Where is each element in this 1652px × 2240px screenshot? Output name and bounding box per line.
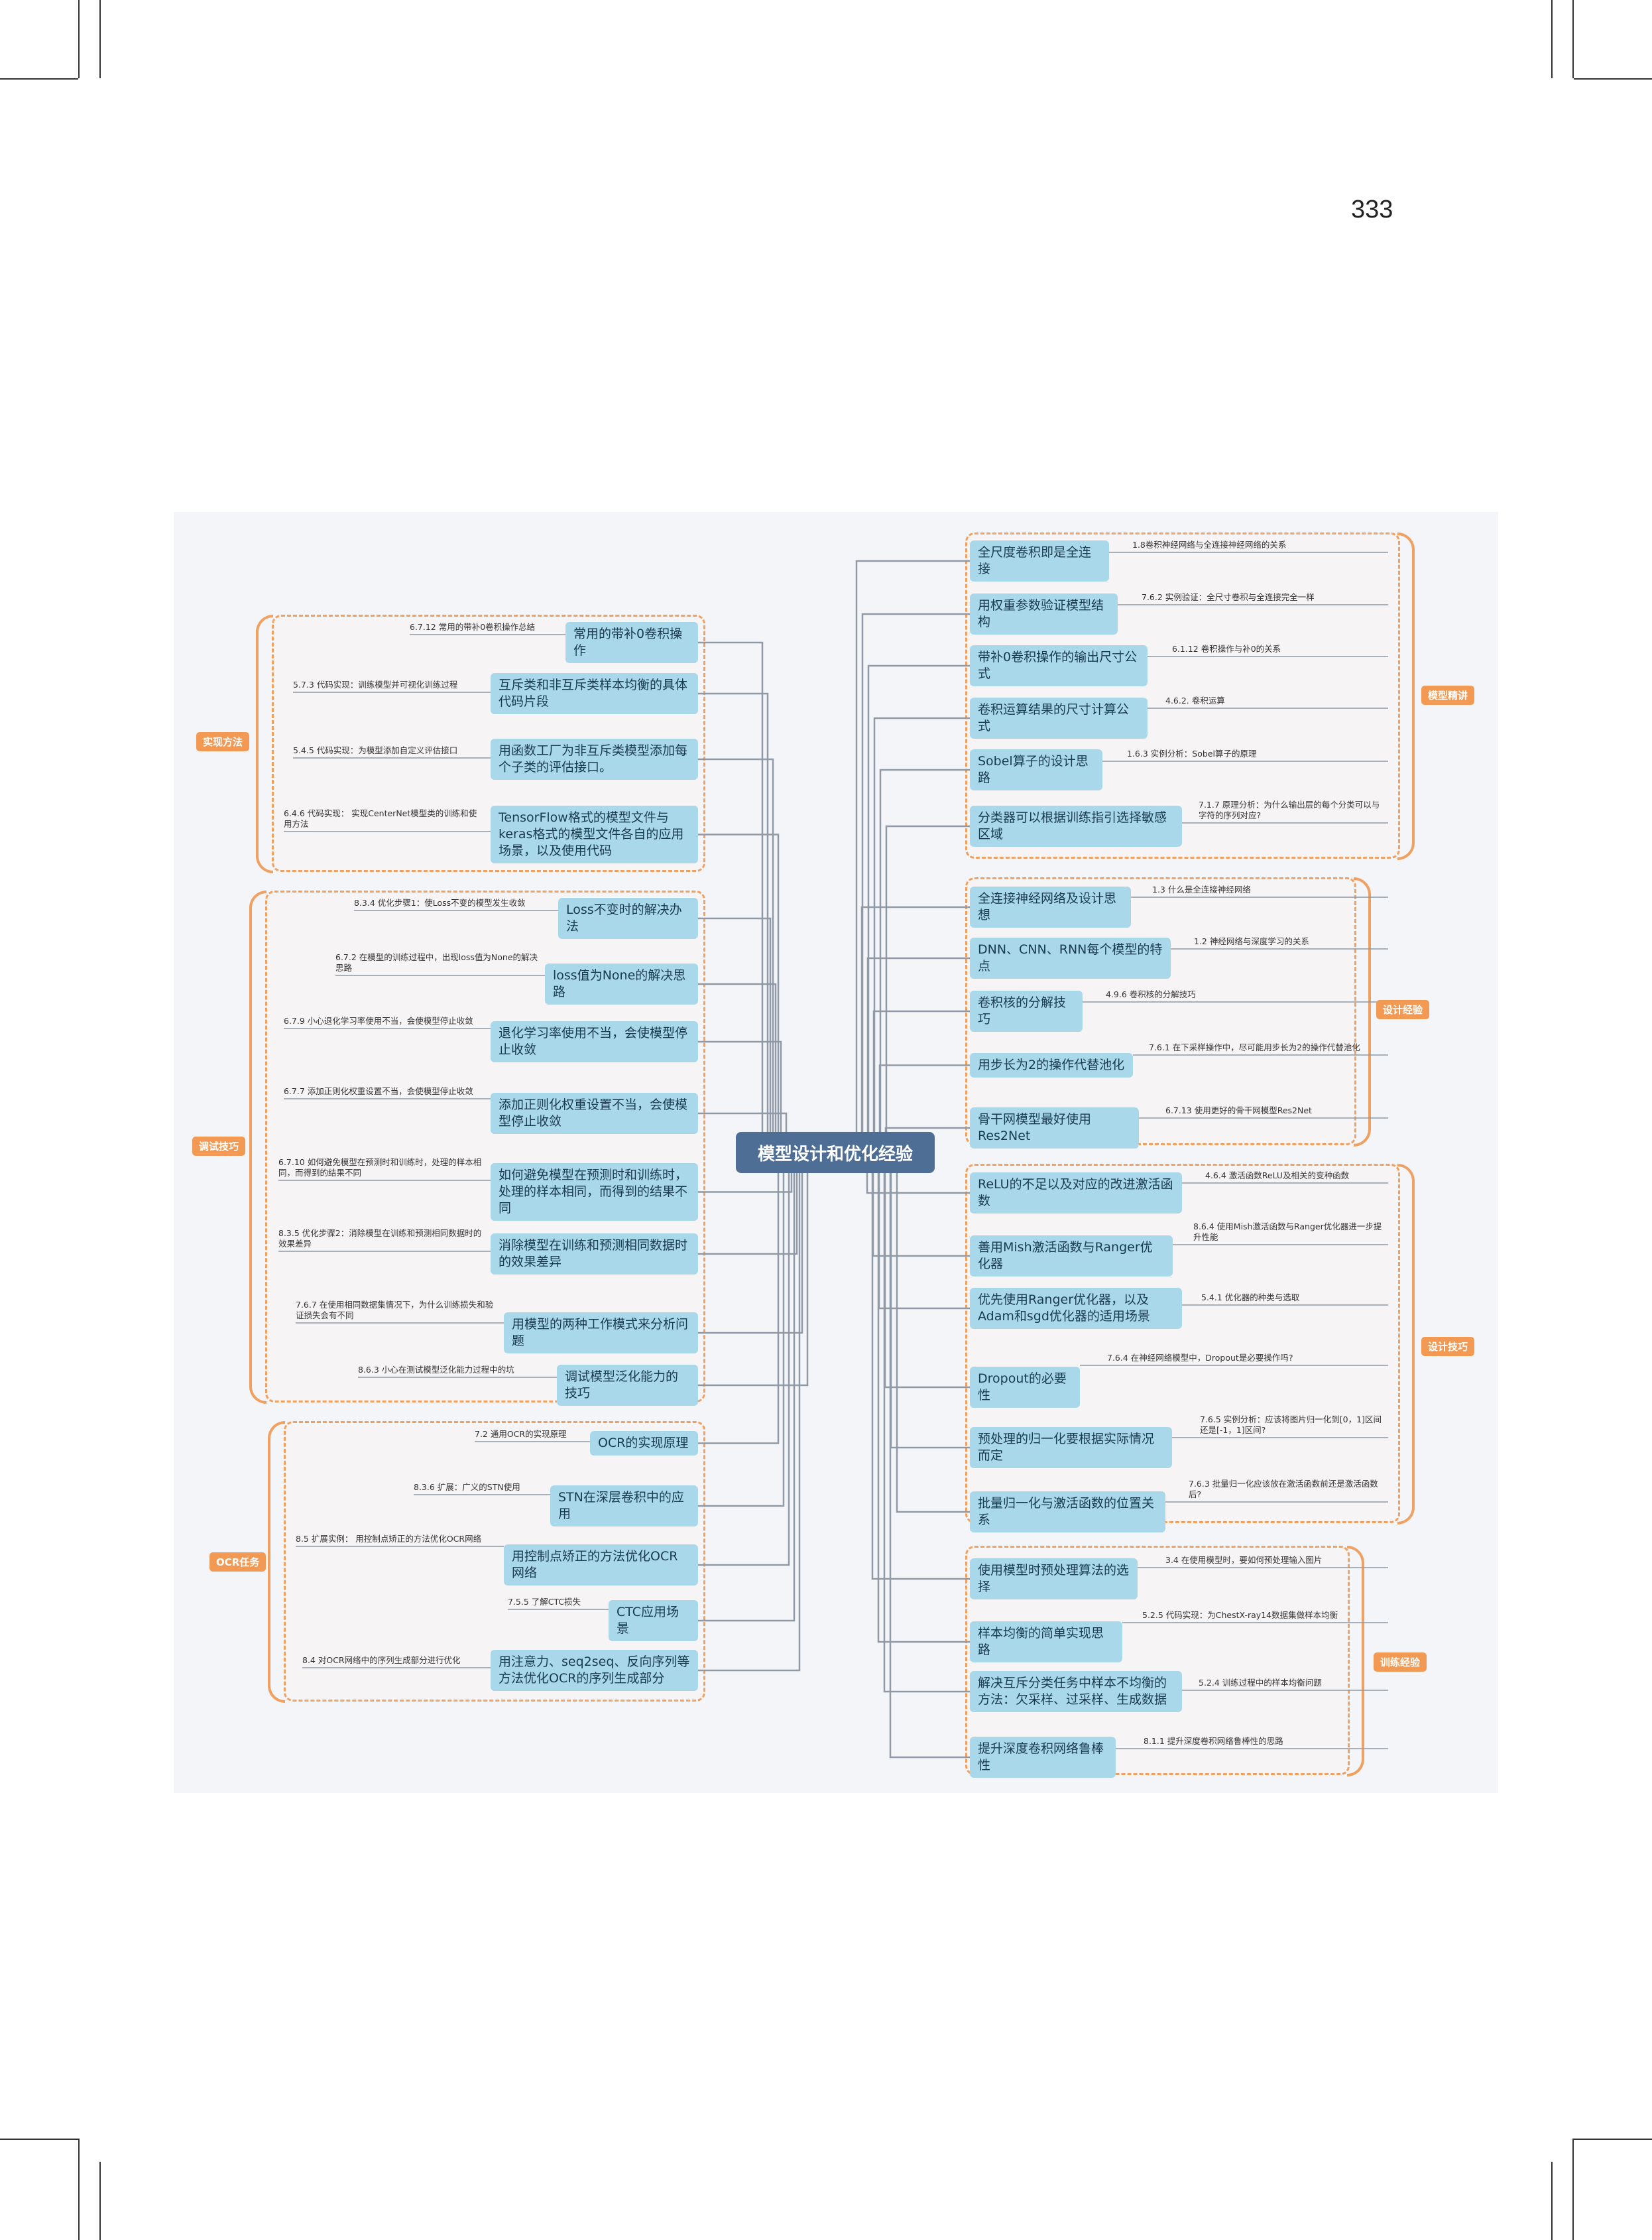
reference-note: 8.3.6 扩展：广义的STN使用 [414, 1482, 520, 1492]
topic-node[interactable]: loss值为None的解决思路 [545, 964, 698, 1005]
reference-note: 5.7.3 代码实现：训练模型并可视化训练过程 [293, 680, 458, 690]
crop-mark [1551, 0, 1553, 78]
reference-note: 4.6.2. 卷积运算 [1165, 696, 1225, 706]
reference-note: 7.6.4 在神经网络模型中，Dropout是必要操作吗? [1107, 1353, 1293, 1363]
reference-note: 1.2 神经网络与深度学习的关系 [1194, 936, 1309, 946]
topic-node[interactable]: 样本均衡的简单实现思路 [970, 1621, 1122, 1662]
crop-mark [1551, 2162, 1553, 2240]
topic-node[interactable]: 骨干网模型最好使用Res2Net [970, 1107, 1139, 1149]
group-label-ocr[interactable]: OCR任务 [209, 1552, 266, 1572]
topic-node[interactable]: 用注意力、seq2seq、反向序列等方法优化OCR的序列生成部分 [491, 1650, 698, 1691]
reference-note: 7.6.3 批量归一化应该放在激活函数前还是激活函数后? [1189, 1479, 1378, 1499]
reference-note: 7.5.5 了解CTC损失 [508, 1597, 581, 1607]
topic-node[interactable]: 善用Mish激活函数与Ranger优化器 [970, 1235, 1173, 1276]
reference-note: 8.3.5 优化步骤2：消除模型在训练和预测相同数据时的效果差异 [278, 1228, 482, 1249]
topic-node[interactable]: 消除模型在训练和预测相同数据时的效果差异 [491, 1233, 698, 1275]
topic-node[interactable]: CTC应用场景 [609, 1600, 698, 1641]
crop-mark [1572, 0, 1574, 78]
group-label-design-tips[interactable]: 设计技巧 [1421, 1337, 1475, 1356]
topic-node[interactable]: 分类器可以根据训练指引选择敏感区域 [970, 806, 1182, 847]
reference-note: 8.6.3 小心在测试模型泛化能力过程中的坑 [358, 1365, 514, 1375]
topic-node[interactable]: 用权重参数验证模型结构 [970, 593, 1118, 635]
reference-note: 8.3.4 优化步骤1：使Loss不变的模型发生收敛 [354, 898, 526, 908]
topic-node[interactable]: Dropout的必要性 [970, 1367, 1080, 1408]
topic-node[interactable]: 卷积运算结果的尺寸计算公式 [970, 698, 1148, 739]
reference-note: 8.1.1 提升深度卷积网络鲁棒性的思路 [1144, 1736, 1283, 1746]
group-label-debugging[interactable]: 调试技巧 [192, 1137, 246, 1156]
reference-note: 6.4.6 代码实现： 实现CenterNet模型类的训练和使用方法 [284, 808, 477, 829]
reference-note: 8.5 扩展实例： 用控制点矫正的方法优化OCR网络 [296, 1534, 482, 1544]
reference-note: 7.6.1 在下采样操作中，尽可能用步长为2的操作代替池化 [1149, 1042, 1360, 1052]
crop-mark [0, 78, 78, 80]
reference-note: 6.7.9 小心退化学习率使用不当，会使模型停止收敛 [284, 1016, 473, 1026]
topic-node[interactable]: 卷积核的分解技巧 [970, 991, 1083, 1032]
crop-mark [1574, 2139, 1652, 2140]
topic-node[interactable]: 调试模型泛化能力的技巧 [557, 1365, 698, 1406]
reference-note: 7.6.5 实例分析：应该将图片归一化到[0，1]区间还是[-1，1]区间? [1200, 1414, 1382, 1435]
topic-node[interactable]: 用控制点矫正的方法优化OCR网络 [504, 1544, 698, 1586]
crop-mark [78, 2139, 80, 2240]
topic-node[interactable]: 常用的带补0卷积操作 [565, 622, 698, 663]
reference-note: 4.9.6 卷积核的分解技巧 [1106, 989, 1196, 999]
topic-node[interactable]: 使用模型时预处理算法的选择 [970, 1558, 1138, 1599]
reference-note: 6.7.13 使用更好的骨干网模型Res2Net [1165, 1105, 1312, 1115]
topic-node[interactable]: 用步长为2的操作代替池化 [970, 1053, 1133, 1078]
reference-note: 7.6.2 实例验证：全尺寸卷积与全连接完全一样 [1142, 592, 1315, 602]
topic-node[interactable]: DNN、CNN、RNN每个模型的特点 [970, 938, 1171, 979]
group-label-implementation[interactable]: 实现方法 [196, 732, 250, 751]
reference-note: 1.3 什么是全连接神经网络 [1152, 885, 1251, 895]
reference-note: 1.8卷积神经网络与全连接神经网络的关系 [1132, 540, 1287, 550]
reference-note: 1.6.3 实例分析：Sobel算子的原理 [1127, 749, 1257, 759]
group-label-training[interactable]: 训练经验 [1374, 1652, 1427, 1672]
topic-node[interactable]: Loss不变时的解决办法 [558, 898, 698, 939]
topic-node[interactable]: 批量归一化与激活函数的位置关系 [970, 1491, 1165, 1532]
reference-note: 7.2 通用OCR的实现原理 [475, 1429, 567, 1439]
reference-note: 5.2.5 代码实现：为ChestX-ray14数据集做样本均衡 [1142, 1610, 1338, 1620]
topic-node[interactable]: OCR的实现原理 [590, 1431, 698, 1456]
topic-node[interactable]: 全连接神经网络及设计思想 [970, 887, 1131, 928]
topic-node[interactable]: 预处理的归一化要根据实际情况而定 [970, 1427, 1172, 1468]
reference-note: 8.4 对OCR网络中的序列生成部分进行优化 [302, 1655, 461, 1665]
topic-node[interactable]: 提升深度卷积网络鲁棒性 [970, 1737, 1116, 1778]
topic-node[interactable]: STN在深层卷积中的应用 [550, 1485, 698, 1526]
reference-note: 3.4 在使用模型时，要如何预处理输入图片 [1165, 1555, 1323, 1565]
reference-note: 8.6.4 使用Mish激活函数与Ranger优化器进一步提升性能 [1193, 1221, 1382, 1242]
reference-note: 5.2.4 训练过程中的样本均衡问题 [1199, 1678, 1322, 1688]
topic-node[interactable]: TensorFlow格式的模型文件与keras格式的模型文件各自的应用场景，以及… [491, 806, 698, 863]
reference-note: 7.1.7 原理分析：为什么输出层的每个分类可以与字符的序列对应? [1199, 800, 1380, 820]
crop-mark [0, 2139, 78, 2140]
page-number: 333 [1351, 196, 1393, 223]
topic-node[interactable]: 退化学习率使用不当，会使模型停止收敛 [491, 1021, 698, 1062]
topic-node[interactable]: 添加正则化权重设置不当，会使模型停止收敛 [491, 1093, 698, 1134]
topic-node[interactable]: Sobel算子的设计思路 [970, 749, 1102, 790]
group-box-model [965, 532, 1400, 859]
crop-mark [78, 0, 80, 78]
crop-mark [99, 2162, 101, 2240]
reference-note: 6.7.7 添加正则化权重设置不当，会使模型停止收敛 [284, 1086, 473, 1096]
reference-note: 5.4.1 优化器的种类与选取 [1201, 1292, 1300, 1302]
reference-note: 4.6.4 激活函数ReLU及相关的变种函数 [1205, 1170, 1350, 1180]
topic-node[interactable]: 优先使用Ranger优化器，以及Adam和sgd优化器的适用场景 [970, 1288, 1182, 1329]
topic-node[interactable]: 如何避免模型在预测时和训练时，处理的样本相同，而得到的结果不同 [491, 1163, 698, 1221]
group-label-design-exp[interactable]: 设计经验 [1376, 1000, 1430, 1019]
topic-node[interactable]: 解决互斥分类任务中样本不均衡的方法：欠采样、过采样、生成数据 [970, 1671, 1182, 1712]
reference-note: 6.7.12 常用的带补0卷积操作总结 [410, 622, 536, 632]
topic-node[interactable]: 全尺度卷积即是全连接 [970, 540, 1109, 582]
reference-note: 7.6.7 在使用相同数据集情况下，为什么训练损失和验证损失会有不同 [296, 1300, 494, 1320]
topic-node[interactable]: 互斥类和非互斥类样本均衡的具体代码片段 [491, 673, 698, 714]
crop-mark [99, 0, 101, 78]
reference-note: 6.7.10 如何避免模型在预测时和训练时，处理的样本相同，而得到的结果不同 [278, 1157, 482, 1178]
topic-node[interactable]: 用函数工厂为非互斥类模型添加每个子类的评估接口。 [491, 739, 698, 780]
reference-note: 5.4.5 代码实现：为模型添加自定义评估接口 [293, 745, 458, 755]
reference-note: 6.7.2 在模型的训练过程中，出现loss值为None的解决思路 [335, 952, 538, 973]
topic-node[interactable]: 带补0卷积操作的输出尺寸公式 [970, 645, 1148, 686]
group-label-model[interactable]: 模型精讲 [1421, 686, 1475, 705]
topic-node[interactable]: ReLU的不足以及对应的改进激活函数 [970, 1172, 1182, 1213]
central-topic[interactable]: 模型设计和优化经验 [736, 1132, 935, 1173]
crop-mark [1574, 78, 1652, 80]
reference-note: 6.1.12 卷积操作与补0的关系 [1172, 644, 1281, 654]
topic-node[interactable]: 用模型的两种工作模式来分析问题 [504, 1312, 698, 1353]
crop-mark [1572, 2139, 1574, 2240]
